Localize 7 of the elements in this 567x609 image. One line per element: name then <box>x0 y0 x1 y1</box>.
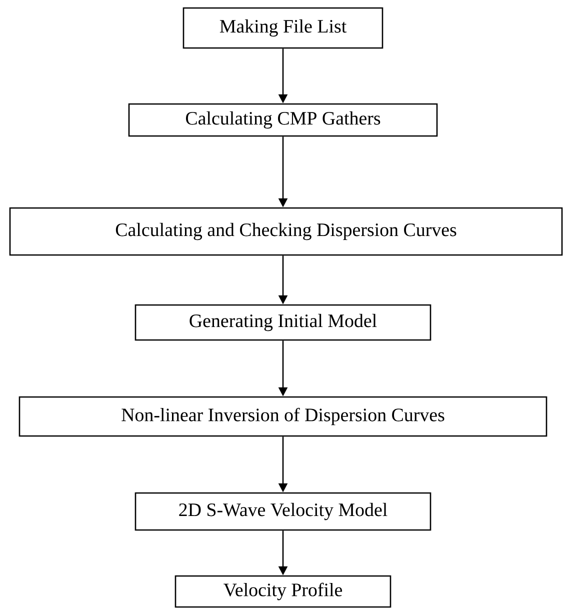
process-box: Calculating and Checking Dispersion Curves <box>9 207 563 256</box>
process-box: 2D S-Wave Velocity Model <box>134 492 432 531</box>
process-box: Non-linear Inversion of Dispersion Curves <box>18 396 548 437</box>
process-box: Velocity Profile <box>174 575 392 608</box>
process-box: Generating Initial Model <box>134 304 432 341</box>
process-box: Calculating CMP Gathers <box>128 103 438 137</box>
process-box: Making File List <box>182 7 384 49</box>
